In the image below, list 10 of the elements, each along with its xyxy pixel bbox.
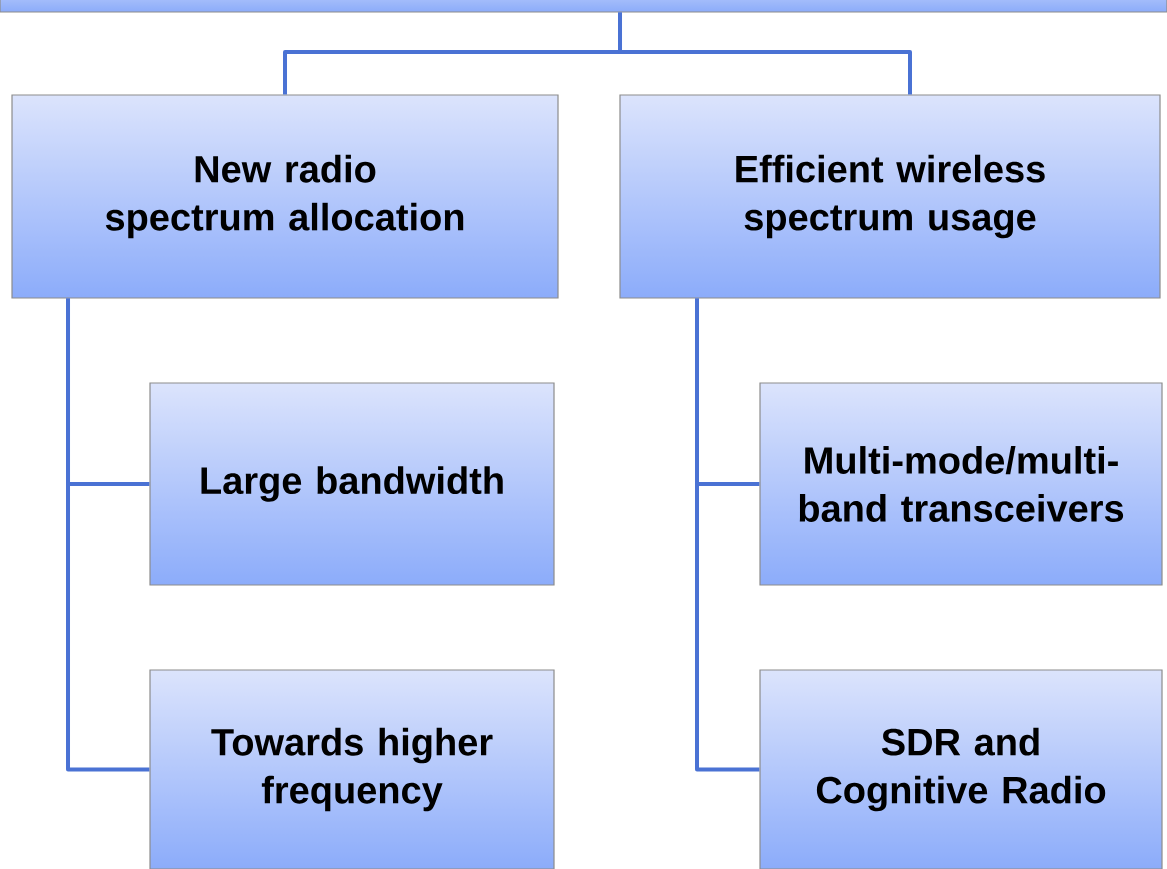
connector-line — [618, 12, 912, 95]
topic-box: Multi-mode/multi-band transceivers — [759, 382, 1163, 586]
topic-box: New radio spectrum allocation — [11, 94, 559, 299]
topic-box: Large bandwidth — [149, 382, 555, 586]
header-bar — [0, 0, 1167, 13]
topic-box: SDR and Cognitive Radio — [759, 669, 1163, 869]
topic-box: Towards higher frequency — [149, 669, 555, 869]
topic-box: Efficient wireless spectrum usage — [619, 94, 1161, 299]
connector-line — [66, 298, 150, 772]
connector-line — [695, 298, 760, 772]
